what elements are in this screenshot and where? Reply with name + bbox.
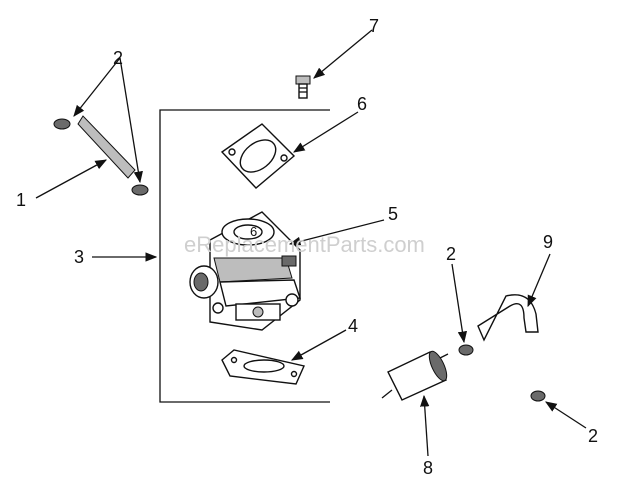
clamp-part xyxy=(458,344,474,356)
leader-line xyxy=(313,29,373,79)
callout-2-bottom: 2 xyxy=(588,426,598,446)
assembly-bracket xyxy=(159,109,330,403)
callout-4: 4 xyxy=(348,316,358,336)
leader-line xyxy=(288,219,385,246)
callout-8: 8 xyxy=(423,458,433,478)
leader-line xyxy=(451,263,468,344)
leader-line xyxy=(35,159,108,199)
callout-2-top: 2 xyxy=(113,48,123,68)
leader-line xyxy=(290,329,347,361)
base-gasket-part xyxy=(221,349,305,385)
callout-5: 5 xyxy=(388,204,398,224)
bolt-part xyxy=(295,75,311,99)
fuel-filter-part xyxy=(381,350,449,401)
gasket-part xyxy=(220,123,296,189)
carburetor-part xyxy=(189,211,301,331)
leader-line xyxy=(119,57,143,184)
leader-line xyxy=(420,394,430,457)
callout-6: 6 xyxy=(357,94,367,114)
clamp-part xyxy=(530,390,546,402)
callout-3: 3 xyxy=(74,247,84,267)
elbow-hose-part xyxy=(477,294,539,342)
callout-7: 7 xyxy=(369,16,379,36)
callout-1: 1 xyxy=(16,190,26,210)
watermark-text: eReplacementParts.com xyxy=(184,232,425,257)
callout-9: 9 xyxy=(543,232,553,252)
leader-line xyxy=(293,111,359,153)
callout-6-inner: 6 xyxy=(250,224,257,239)
leader-line xyxy=(545,401,587,429)
leader-line xyxy=(527,253,551,308)
callout-2-middle: 2 xyxy=(446,244,456,264)
fuel-hose-part xyxy=(53,115,149,196)
leader-line xyxy=(73,57,121,117)
